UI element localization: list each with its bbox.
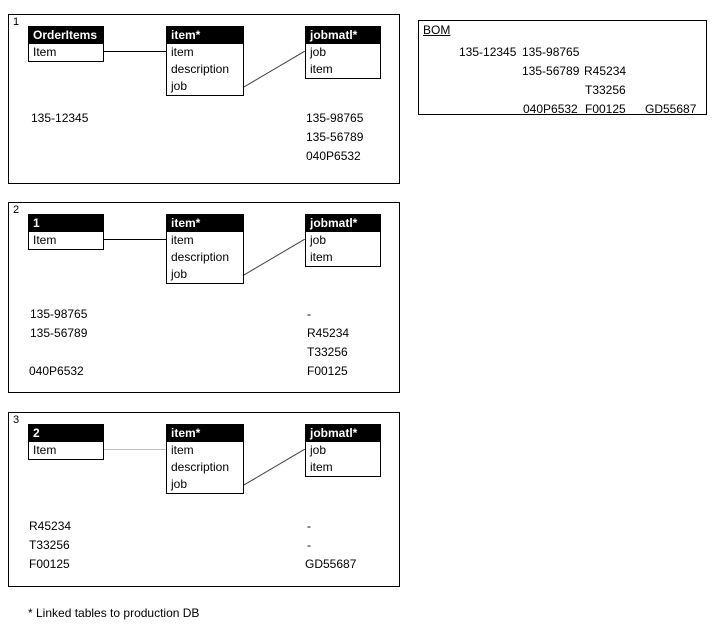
- bom-cell: F00125: [585, 102, 626, 116]
- table-field: job: [310, 443, 327, 457]
- orderitems-table: OrderItems Item: [28, 26, 104, 62]
- list-item: GD55687: [305, 557, 357, 571]
- bom-cell: 135-12345: [459, 45, 517, 59]
- table-header: 1: [29, 215, 103, 232]
- list-item: 135-98765: [306, 111, 364, 125]
- list-item: T33256: [307, 345, 348, 359]
- list-item: -: [307, 519, 311, 533]
- panel-number: 1: [13, 16, 20, 28]
- table-field: Item: [33, 45, 57, 59]
- scenario-panel-1: 1 OrderItems Item item* item description…: [8, 14, 400, 184]
- relationship-line: [104, 239, 166, 240]
- relationship-line-diagonal: [244, 239, 305, 276]
- bom-cell: T33256: [585, 83, 626, 97]
- item-table: item* item description job: [166, 214, 244, 284]
- scenario-panel-2: 2 1 Item item* item description job jobm…: [8, 202, 400, 393]
- table-field: item: [310, 460, 333, 474]
- relationship-line-diagonal: [244, 51, 305, 88]
- table-field: description: [171, 250, 230, 264]
- list-item: R45234: [307, 326, 350, 340]
- table-header: item*: [167, 27, 243, 44]
- table-header: item*: [167, 425, 243, 442]
- bom-cell: 040P6532: [523, 102, 578, 116]
- jobmatl-table: jobmatl* job item: [305, 424, 381, 477]
- table-header: jobmatl*: [306, 425, 380, 442]
- list-item: 040P6532: [29, 364, 84, 378]
- table-field: description: [171, 62, 230, 76]
- table-field: item: [171, 45, 194, 59]
- panel-number: 2: [13, 204, 20, 216]
- bom-box: BOM 135-12345 135-98765 135-56789 R45234…: [418, 20, 707, 116]
- jobmatl-table: jobmatl* job item: [305, 214, 381, 267]
- list-item: 135-12345: [31, 111, 89, 125]
- bom-cell: 135-98765: [522, 45, 580, 59]
- list-item: 135-56789: [306, 130, 364, 144]
- list-item: 135-56789: [30, 326, 88, 340]
- list-item: T33256: [29, 538, 70, 552]
- table-field: job: [310, 45, 327, 59]
- table-header: jobmatl*: [306, 215, 380, 232]
- list-item: -: [307, 538, 311, 552]
- table-field: description: [171, 460, 230, 474]
- list-item: F00125: [29, 557, 70, 571]
- panel-number: 3: [13, 414, 20, 426]
- list-item: R45234: [29, 519, 72, 533]
- table-header: OrderItems: [29, 27, 103, 44]
- table-field: Item: [33, 233, 57, 247]
- table-header: 2: [29, 425, 103, 442]
- relationship-line-diagonal: [244, 449, 305, 486]
- table-field: item: [310, 62, 333, 76]
- list-item: F00125: [307, 364, 348, 378]
- table-field: job: [171, 79, 188, 93]
- table-field: job: [310, 233, 327, 247]
- table-field: item: [171, 443, 194, 457]
- jobmatl-table: jobmatl* job item: [305, 26, 381, 79]
- bom-cell: 135-56789: [522, 64, 580, 78]
- table-field: Item: [33, 443, 57, 457]
- table-header: jobmatl*: [306, 27, 380, 44]
- footnote: * Linked tables to production DB: [28, 606, 200, 620]
- scenario-panel-3: 3 2 Item item* item description job jobm…: [8, 412, 400, 587]
- temp-table-1: 1 Item: [28, 214, 104, 250]
- table-field: job: [171, 477, 188, 491]
- relationship-line: [104, 449, 166, 450]
- relationship-line: [104, 51, 166, 52]
- temp-table-2: 2 Item: [28, 424, 104, 460]
- bom-cell: R45234: [584, 64, 627, 78]
- item-table: item* item description job: [166, 26, 244, 96]
- table-field: item: [171, 233, 194, 247]
- list-item: 040P6532: [306, 149, 361, 163]
- bom-cell: GD55687: [645, 102, 697, 116]
- table-field: item: [310, 250, 333, 264]
- bom-title: BOM: [423, 23, 451, 37]
- item-table: item* item description job: [166, 424, 244, 494]
- table-header: item*: [167, 215, 243, 232]
- list-item: -: [307, 307, 311, 321]
- table-field: job: [171, 267, 188, 281]
- list-item: 135-98765: [30, 307, 88, 321]
